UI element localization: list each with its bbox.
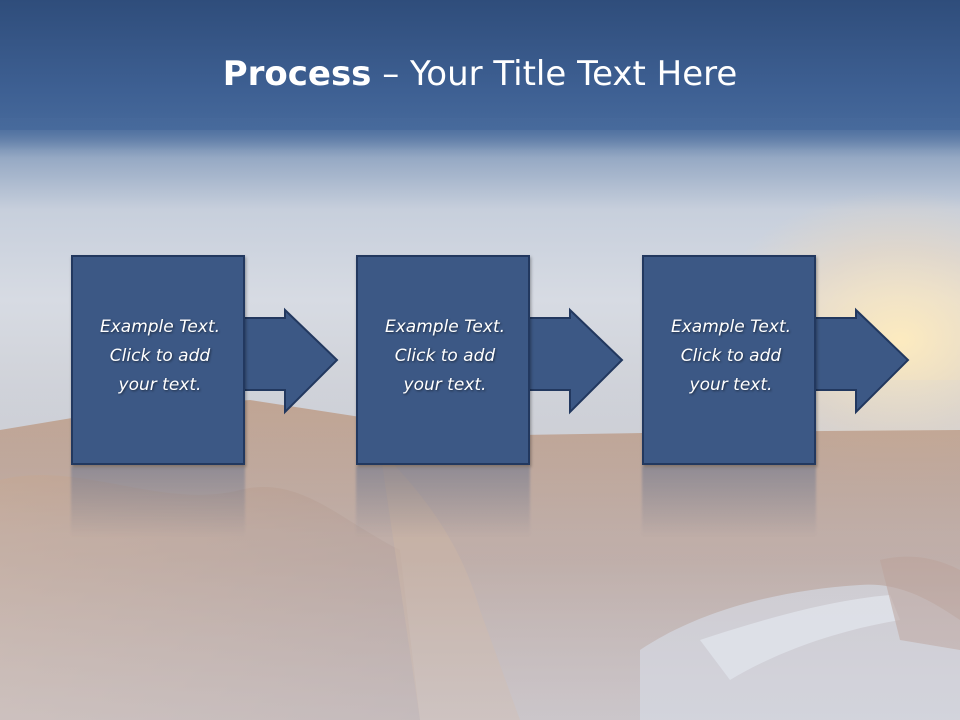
step-reflection: [642, 467, 816, 537]
step-reflection: [356, 467, 530, 537]
slide-title[interactable]: Process – Your Title Text Here: [0, 52, 960, 96]
step-box[interactable]: Example Text. Click to add your text.: [642, 255, 816, 465]
right-arrow-icon: [813, 307, 910, 415]
title-bold: Process: [222, 54, 372, 94]
title-rest: – Your Title Text Here: [371, 54, 738, 94]
title-band-fade: [0, 118, 960, 158]
process-step-3[interactable]: Example Text. Click to add your text.: [642, 255, 912, 537]
step-text-line-1: Example Text.: [384, 317, 506, 337]
step-box[interactable]: Example Text. Click to add your text.: [356, 255, 530, 465]
step-text-line-1: Example Text.: [99, 317, 221, 337]
step-text-line-2: Click to add: [109, 346, 211, 366]
step-text-line-3: your text.: [689, 375, 773, 395]
process-step-1[interactable]: Example Text. Click to add your text.: [71, 255, 341, 537]
step-text[interactable]: Example Text. Click to add your text.: [358, 313, 532, 400]
title-band: [0, 0, 960, 130]
step-text-line-3: your text.: [403, 375, 487, 395]
step-reflection: [71, 467, 245, 537]
step-text[interactable]: Example Text. Click to add your text.: [644, 313, 818, 400]
process-step-2[interactable]: Example Text. Click to add your text.: [356, 255, 626, 537]
step-text-line-2: Click to add: [394, 346, 496, 366]
step-text-line-3: your text.: [118, 375, 202, 395]
step-text-line-2: Click to add: [680, 346, 782, 366]
right-arrow-icon: [242, 307, 339, 415]
step-box[interactable]: Example Text. Click to add your text.: [71, 255, 245, 465]
right-arrow-icon: [527, 307, 624, 415]
step-text[interactable]: Example Text. Click to add your text.: [73, 313, 247, 400]
step-text-line-1: Example Text.: [670, 317, 792, 337]
